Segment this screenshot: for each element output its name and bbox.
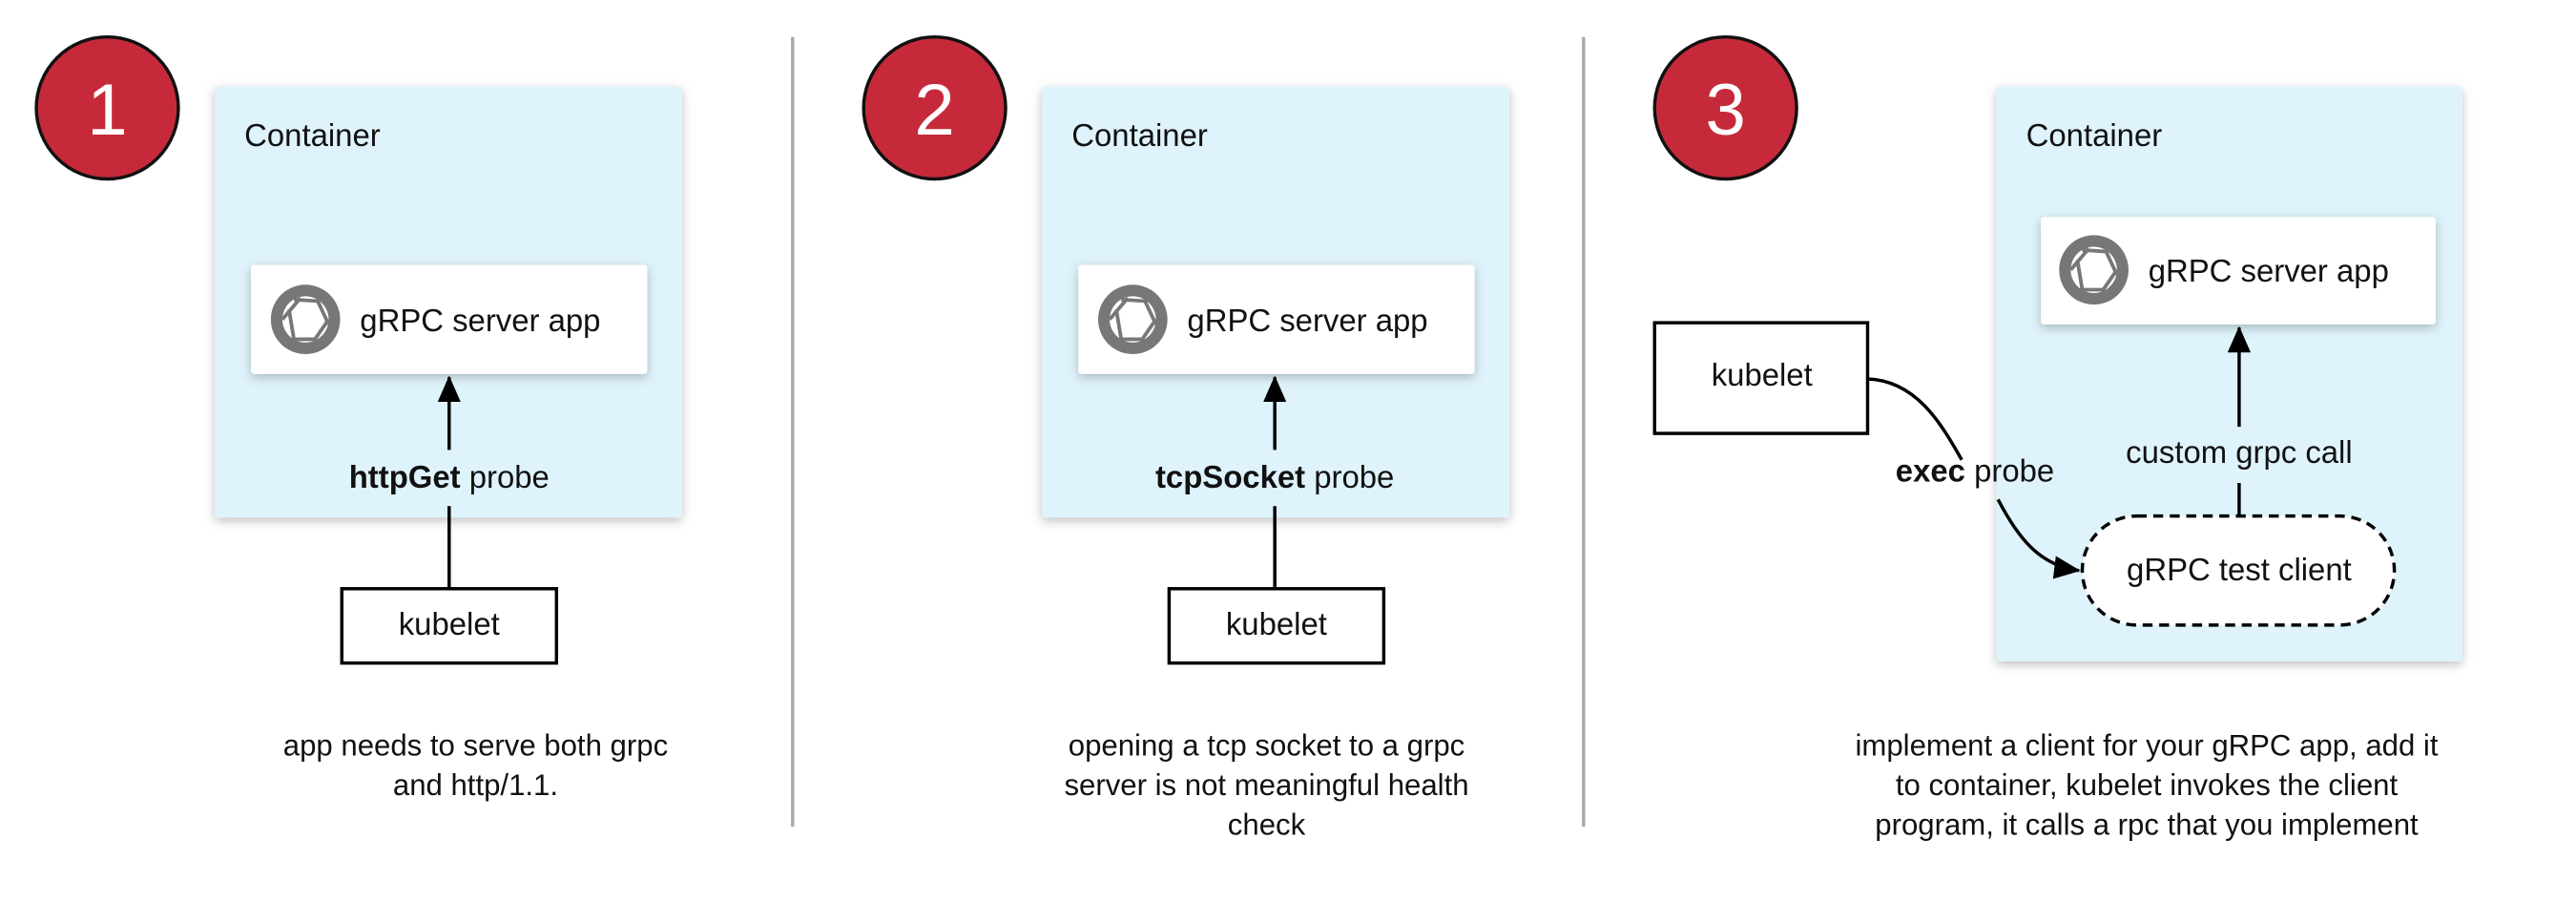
caption-line: server is not meaningful health: [1064, 768, 1468, 802]
kubelet-box: [1652, 321, 1870, 435]
test-client-box: [2080, 514, 2397, 627]
panel-3: 3 Container gRPC server app custom grpc …: [1652, 34, 2462, 842]
server-app-box: [1078, 264, 1475, 374]
test-client-label: gRPC test client: [2127, 552, 2352, 587]
grpc-aperture-icon: [1096, 283, 1170, 356]
kubelet-label: kubelet: [1712, 357, 1813, 392]
caption-line: implement a client for your gRPC app, ad…: [1855, 729, 2438, 763]
step-number: 1: [87, 70, 127, 151]
container-label: Container: [244, 117, 381, 153]
caption-line: to container, kubelet invokes the client: [1896, 768, 2399, 802]
kubelet-box: [1167, 587, 1386, 665]
exec-arrow: [1996, 498, 2081, 579]
caption-line: opening a tcp socket to a grpc: [1069, 729, 1465, 763]
probe-label: tcpSocket probe: [1155, 459, 1394, 494]
exec-arrow-upper: [1867, 377, 1963, 461]
grpc-aperture-icon: [2057, 233, 2130, 306]
server-app-box: [2041, 217, 2436, 325]
step-number: 3: [1705, 70, 1745, 151]
step-badge-2: [862, 34, 1008, 181]
caption-line: check: [1228, 808, 1306, 842]
grpc-aperture-icon: [268, 283, 343, 356]
server-app-label: gRPC server app: [2149, 253, 2389, 288]
probe-label: httpGet probe: [349, 459, 550, 494]
caption-line: app needs to serve both grpc: [283, 729, 668, 763]
kubelet-box: [340, 587, 558, 665]
kubelet-label: kubelet: [399, 606, 500, 641]
container-label: Container: [1071, 117, 1208, 153]
caption-line: program, it calls a rpc that you impleme…: [1875, 808, 2419, 842]
server-app-label: gRPC server app: [360, 303, 600, 338]
step-number: 2: [914, 70, 954, 151]
caption-line: and http/1.1.: [393, 768, 558, 802]
kubelet-label: kubelet: [1226, 606, 1327, 641]
probe-label: exec probe: [1896, 452, 2054, 488]
call-label: custom grpc call: [2126, 434, 2353, 470]
panel-1: 1 Container gRPC server app httpGet prob…: [34, 34, 682, 802]
container-label: Container: [2026, 117, 2163, 153]
step-badge-3: [1652, 34, 1798, 181]
server-app-label: gRPC server app: [1187, 303, 1427, 338]
panel-2: 2 Container gRPC server app tcpSocket pr…: [862, 34, 1509, 842]
server-app-box: [251, 264, 648, 374]
step-badge-1: [34, 34, 180, 181]
